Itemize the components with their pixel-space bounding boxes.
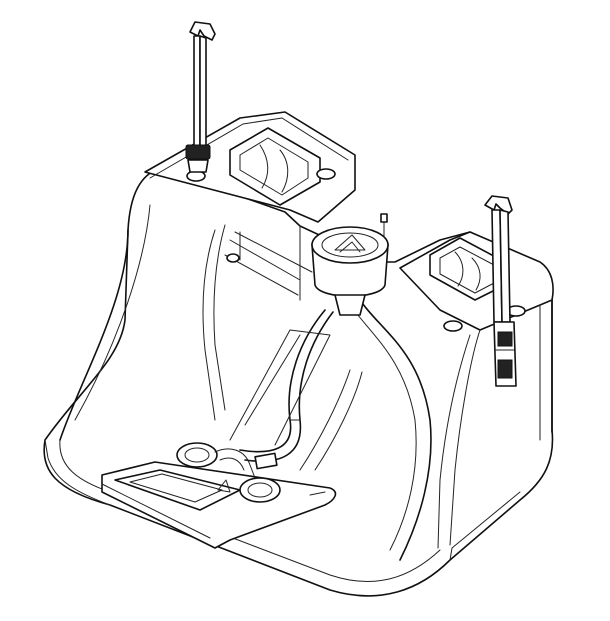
triangle-mark-icon <box>217 479 231 493</box>
back-wall <box>224 225 313 301</box>
drain-funnel-icon <box>311 213 389 316</box>
strap-clip-icon-right <box>484 195 517 387</box>
floor-channel <box>229 329 363 471</box>
front-tray <box>101 442 337 549</box>
left-tower <box>59 111 356 441</box>
hose <box>239 309 334 470</box>
strap-clip-icon <box>185 21 216 173</box>
base-shell <box>43 167 554 597</box>
nozzle-icon <box>176 442 281 503</box>
